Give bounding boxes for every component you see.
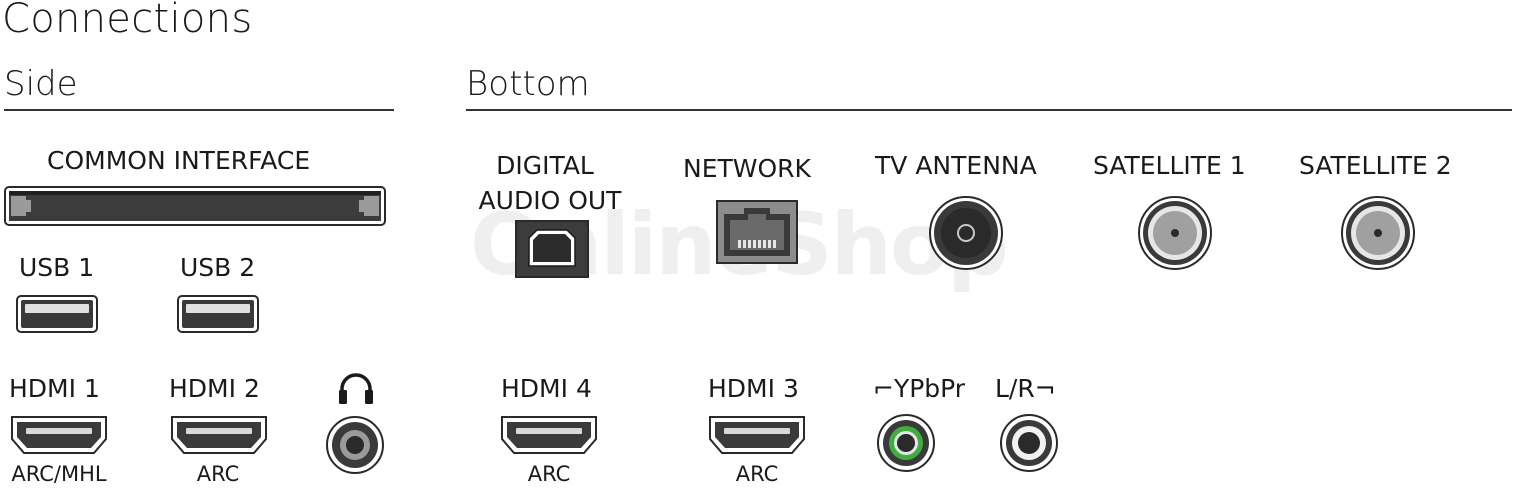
headphone-jack xyxy=(326,416,384,474)
hdmi4-port xyxy=(501,416,597,454)
tv-antenna-label: TV ANTENNA xyxy=(875,151,1037,180)
page-title: Connections xyxy=(2,0,253,42)
lr-jack xyxy=(1000,414,1058,472)
hdmi3-port xyxy=(709,416,805,454)
satellite1-port xyxy=(1138,196,1212,270)
network-label: NETWORK xyxy=(683,154,811,183)
tv-antenna-port xyxy=(929,196,1003,270)
hdmi4-label: HDMI 4 xyxy=(501,374,592,403)
digital-audio-label-line2: AUDIO OUT xyxy=(478,186,622,215)
digital-audio-label-line1: DIGITAL xyxy=(496,151,594,180)
hdmi2-label: HDMI 2 xyxy=(169,374,260,403)
satellite2-port xyxy=(1341,196,1415,270)
section-bottom-title: Bottom xyxy=(466,64,590,104)
lr-label: L/R¬ xyxy=(995,374,1056,403)
satellite1-label: SATELLITE 1 xyxy=(1093,151,1246,180)
satellite2-label: SATELLITE 2 xyxy=(1299,151,1452,180)
hdmi3-label: HDMI 3 xyxy=(708,374,799,403)
digital-audio-out-port xyxy=(515,220,589,278)
hdmi1-sublabel: ARC/MHL xyxy=(11,462,107,486)
headphone-icon xyxy=(339,373,373,404)
bottom-divider xyxy=(466,109,1512,111)
usb2-port xyxy=(177,295,259,333)
common-interface-label: COMMON INTERFACE xyxy=(47,146,311,175)
hdmi2-sublabel: ARC xyxy=(196,462,240,486)
usb2-label: USB 2 xyxy=(180,253,256,282)
usb1-port xyxy=(16,295,98,333)
section-side-title: Side xyxy=(4,64,78,104)
common-interface-slot xyxy=(4,186,386,226)
hdmi3-sublabel: ARC xyxy=(735,462,779,486)
ypbpr-jack xyxy=(877,414,935,472)
ypbpr-label: ⌐YPbPr xyxy=(873,374,966,403)
network-port xyxy=(716,200,798,264)
hdmi1-label: HDMI 1 xyxy=(9,374,100,403)
usb1-label: USB 1 xyxy=(19,253,95,282)
side-divider xyxy=(4,109,394,111)
hdmi1-port xyxy=(11,416,107,454)
hdmi4-sublabel: ARC xyxy=(527,462,571,486)
hdmi2-port xyxy=(171,416,267,454)
